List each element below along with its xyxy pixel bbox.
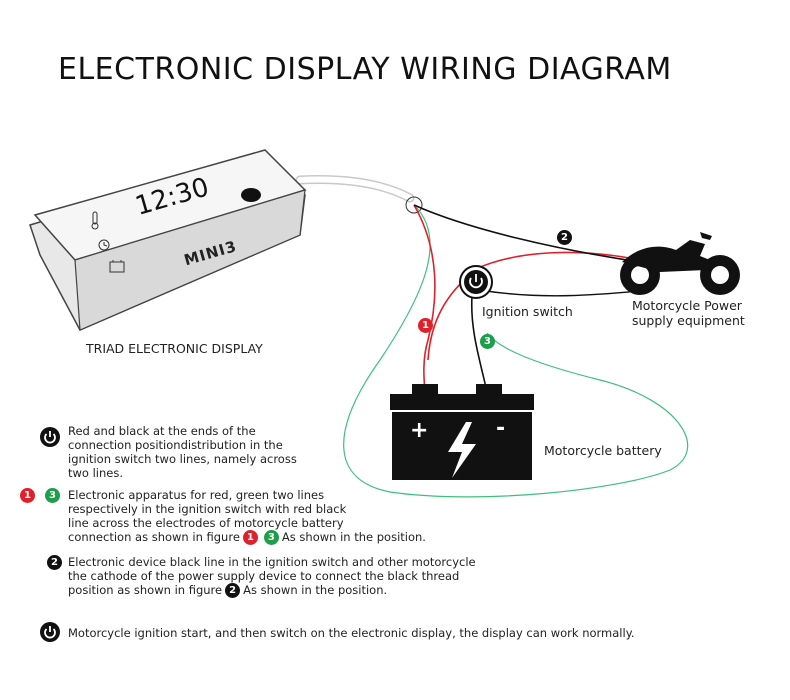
page-title: ELECTRONIC DISPLAY WIRING DIAGRAM [58,52,672,87]
clock-icon [98,239,110,251]
power-icon [40,427,60,447]
motorcycle-label-2: supply equipment [632,313,745,328]
marker-2: 2 [557,230,572,245]
black-wire-motorcycle [413,204,641,263]
note-1-line: connection positiondistribution in the [68,438,283,452]
battery-icon [109,260,125,273]
display-caption: TRIAD ELECTRONIC DISPLAY [86,341,263,356]
note-3: Electronic device black line in the igni… [68,555,476,598]
note-2-line: Electronic apparatus for red, green two … [68,488,325,502]
note-1-line: two lines. [68,466,124,480]
note-1: Red and black at the ends of the connect… [68,424,297,480]
marker-1: 1 [418,318,433,333]
note-3-text-a: position as shown in figure [68,583,223,597]
inline-marker-2: 2 [225,583,241,598]
note-4: Motorcycle ignition start, and then swit… [68,626,635,640]
marker-3: 3 [480,334,495,349]
note-2-text-a: connection as shown in figure [68,530,240,544]
triad-display-device [29,149,307,331]
inline-marker-1: 1 [242,530,258,545]
power-icon [40,622,60,642]
motorcycle-label-1: Motorcycle Power [632,298,742,313]
ignition-switch-icon [459,265,493,299]
black-wire-lower [479,289,651,297]
note-1-line: Red and black at the ends of the [68,424,256,438]
ignition-switch-label: Ignition switch [482,304,573,319]
note-1-line: ignition switch two lines, namely across [68,452,297,466]
red-wire-battery [413,204,436,393]
black-wire-battery [470,295,488,393]
note-3-line: Electronic device black line in the igni… [68,555,476,569]
battery-plus: + [410,418,429,443]
green-wire [343,204,689,498]
battery-minus: - [496,416,506,441]
note-2-text-b: As shown in the position. [281,530,426,544]
battery-label: Motorcycle battery [544,443,662,458]
motorcycle-icon [620,232,740,295]
note-3-text-b: As shown in the position. [243,583,388,597]
note-3-marker-2: 2 [47,555,62,570]
motorcycle-battery-icon [390,384,534,480]
red-wire-motorcycle [477,251,641,269]
note-3-line: the cathode of the power supply device t… [68,569,460,583]
note-2-line: line across the electrodes of motorcycle… [68,516,344,530]
temperature-icon [91,211,99,230]
note-2-line: respectively in the ignition switch with… [68,502,347,516]
cable-junction [405,196,423,214]
note-2-marker-3: 3 [45,488,60,503]
inline-marker-3: 3 [263,530,279,545]
note-2-marker-1: 1 [20,488,35,503]
note-2: Electronic apparatus for red, green two … [68,488,426,545]
